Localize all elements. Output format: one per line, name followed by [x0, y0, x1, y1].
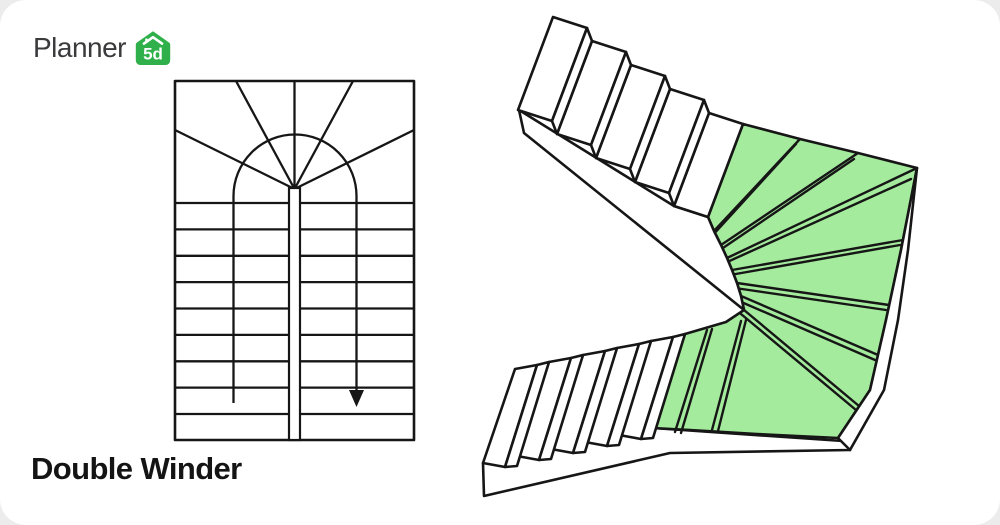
- iso-outer-stringer: [836, 166, 919, 452]
- brand-wordmark: Planner: [33, 32, 127, 63]
- brand-badge-label: 5d: [143, 45, 163, 64]
- iso-upper-flight: [516, 15, 745, 219]
- iso-lower-flight: [481, 332, 687, 469]
- planner5d-house-icon: 5d: [135, 31, 171, 65]
- double-winder-floor-plan: [173, 79, 416, 442]
- double-winder-3d-view: [481, 15, 919, 498]
- iso-winder-tread-edges: [673, 137, 919, 435]
- page-title: Double Winder: [31, 451, 242, 486]
- plan-walking-line: [232, 133, 364, 407]
- direction-arrow: [349, 390, 364, 407]
- planner5d-logo: Planner 5d: [33, 28, 173, 68]
- plan-center-divider: [287, 186, 302, 442]
- iso-winder-fan: [651, 122, 919, 440]
